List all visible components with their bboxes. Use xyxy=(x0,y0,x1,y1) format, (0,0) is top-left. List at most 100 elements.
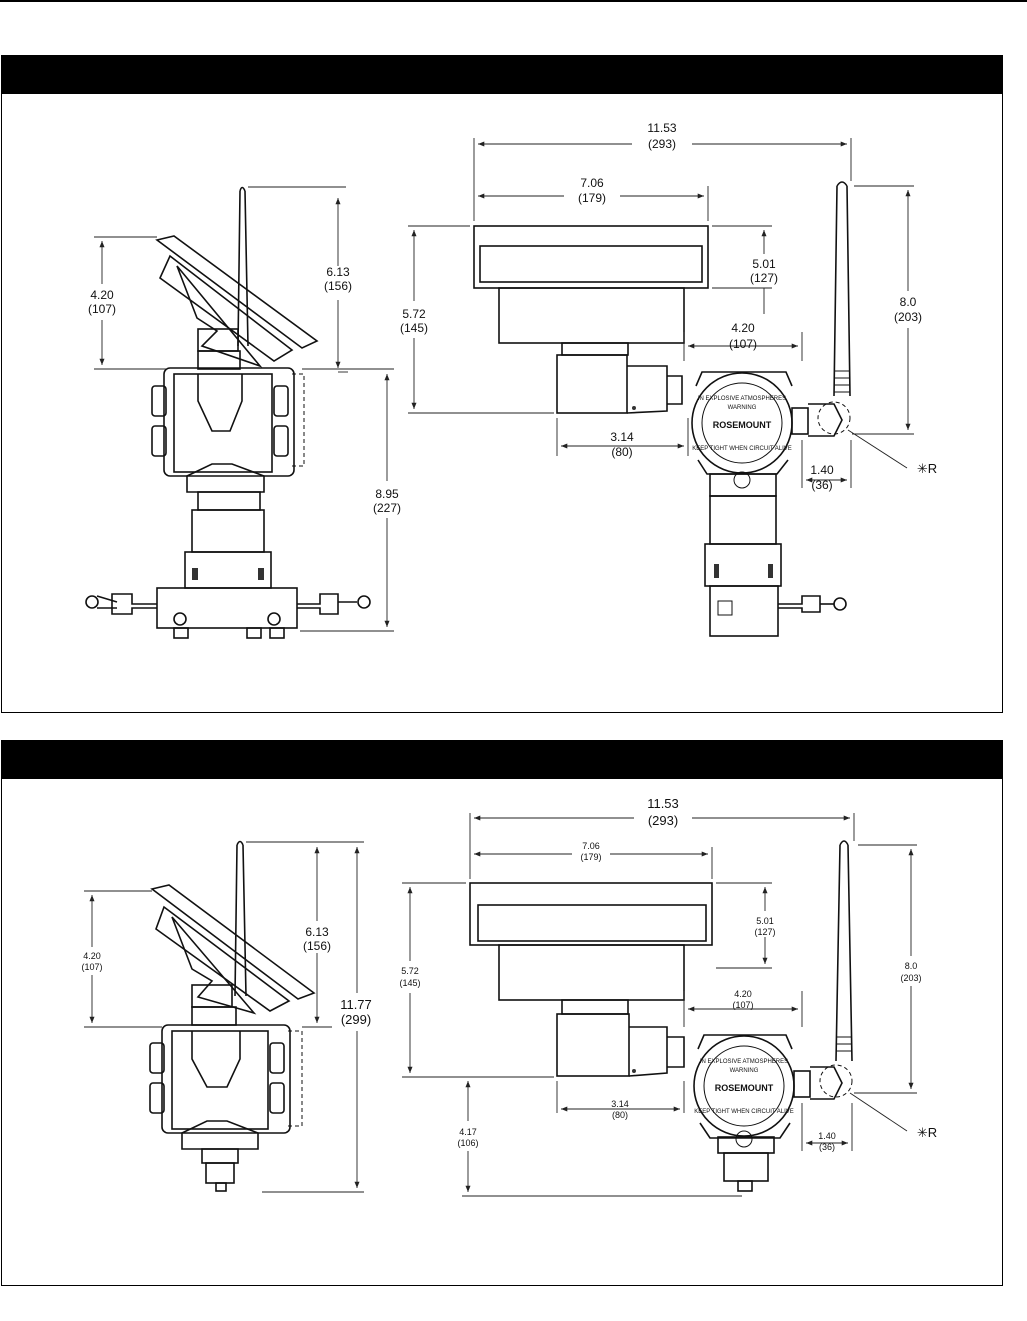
dim-label-metric: (107) xyxy=(732,1000,753,1010)
dim-label: 1.40 xyxy=(810,463,834,477)
dim-label-metric: (127) xyxy=(750,271,778,285)
dim-label: 4.17 xyxy=(459,1127,477,1137)
dim-label-metric: (203) xyxy=(900,973,921,983)
solar-panel-front xyxy=(469,882,713,1015)
dim-label: 6.13 xyxy=(305,925,329,939)
housing-warning-text: WARNING xyxy=(728,405,757,411)
dim-label: 7.06 xyxy=(580,176,604,190)
dim-label: 8.95 xyxy=(375,487,399,501)
side-view: 6.13 (156) 4.20 (107) 8.95 (227) xyxy=(85,186,401,639)
dim-label-metric: (145) xyxy=(400,321,428,335)
dim-front-display-width: 7.06 (179) xyxy=(474,841,713,879)
callout-r: ✳R xyxy=(847,429,937,476)
dim-front-antenna-height: 8.0 (203) xyxy=(852,185,922,435)
dim-front-antenna-height: 8.0 (203) xyxy=(854,844,922,1094)
dim-side-top: 6.13 (156) xyxy=(248,186,352,373)
dim-front-total-width: 11.53 (293) xyxy=(469,796,855,879)
dim-front-antenna-offset: 1.40 (36) xyxy=(801,440,852,492)
manifold-side xyxy=(85,587,371,639)
dim-label-metric: (293) xyxy=(648,813,678,828)
housing-brand-text: ROSEMOUNT xyxy=(713,420,772,430)
dim-front-body-height: 5.72 (145) xyxy=(400,225,554,414)
panel-2-header-bar xyxy=(2,741,1002,779)
transmitter-housing-side xyxy=(149,1024,303,1134)
dim-label: 6.13 xyxy=(326,265,350,279)
panel-1-header-bar xyxy=(2,56,1002,94)
dim-label-metric: (36) xyxy=(819,1142,835,1152)
dim-label-metric: (106) xyxy=(457,1138,478,1148)
dim-label: 3.14 xyxy=(611,1099,629,1109)
dim-front-antenna-offset: 1.40 (36) xyxy=(801,1103,853,1152)
dim-front-conduit-width: 3.14 (80) xyxy=(556,1081,685,1120)
housing-warning-text: IN EXPLOSIVE ATMOSPHERES xyxy=(700,1059,788,1065)
callout-label: ✳R xyxy=(917,461,937,476)
dim-label: 4.20 xyxy=(83,951,101,961)
dim-side-total: 8.95 (227) xyxy=(300,368,401,632)
housing-brand-text: ROSEMOUNT xyxy=(715,1083,774,1093)
transmitter-head-front: ROSEMOUNT IN EXPLOSIVE ATMOSPHERES WARNI… xyxy=(693,1034,843,1148)
housing-warning-text: KEEP TIGHT WHEN CIRCUIT ALIVE xyxy=(694,1109,794,1115)
dim-front-bottom-height: 4.17 (106) xyxy=(457,1081,742,1197)
dim-label: 1.40 xyxy=(818,1131,836,1141)
dim-side-left: 4.20 (107) xyxy=(81,890,162,1028)
dim-label-metric: (156) xyxy=(324,279,352,293)
dim-side-top: 6.13 (156) xyxy=(246,841,332,1028)
page-top-rule xyxy=(0,0,1027,2)
dim-label-metric: (179) xyxy=(578,191,606,205)
dim-front-head-width: 4.20 (107) xyxy=(683,321,803,361)
housing-warning-text: KEEP TIGHT WHEN CIRCUIT ALIVE xyxy=(692,446,792,452)
front-view: ROSEMOUNT IN EXPLOSIVE ATMOSPHERES WARNI… xyxy=(400,121,937,637)
dim-label-metric: (127) xyxy=(754,927,775,937)
dim-label-metric: (107) xyxy=(88,302,116,316)
drawing-panel-1: 6.13 (156) 4.20 (107) 8.95 (227) xyxy=(1,55,1003,713)
dim-label-metric: (203) xyxy=(894,310,922,324)
dim-label-metric: (145) xyxy=(399,978,420,988)
dim-label-metric: (107) xyxy=(81,962,102,972)
dim-side-total: 11.77 (299) xyxy=(246,841,372,1193)
dim-front-body-height: 5.72 (145) xyxy=(399,882,554,1078)
solar-panel-side xyxy=(155,235,319,368)
dim-front-total-width: 11.53 (293) xyxy=(473,121,852,221)
dim-front-head-width: 4.20 (107) xyxy=(683,989,803,1027)
dim-label-metric: (293) xyxy=(648,137,676,151)
dim-label: 3.14 xyxy=(610,430,634,444)
dim-label-metric: (80) xyxy=(611,445,632,459)
dim-label-metric: (179) xyxy=(580,852,601,862)
dim-label: 4.20 xyxy=(90,288,114,302)
panel-2-drawing: 6.13 (156) 4.20 (107) 11.77 (299) xyxy=(81,796,937,1197)
housing-warning-text: IN EXPLOSIVE ATMOSPHERES xyxy=(698,396,786,402)
dim-front-display-width: 7.06 (179) xyxy=(478,176,709,221)
dim-label: 11.77 xyxy=(340,997,372,1012)
side-view: 6.13 (156) 4.20 (107) 11.77 (299) xyxy=(81,840,372,1193)
dim-label-metric: (227) xyxy=(373,501,401,515)
transmitter-housing-side xyxy=(151,367,305,477)
dim-label: 11.53 xyxy=(647,121,676,135)
dim-label: 4.20 xyxy=(731,321,755,335)
callout-label: ✳R xyxy=(917,1125,937,1140)
panel-1-drawing: 6.13 (156) 4.20 (107) 8.95 (227) xyxy=(85,121,937,639)
dim-label: 8.0 xyxy=(905,961,918,971)
dim-front-conduit-width: 3.14 (80) xyxy=(556,418,689,459)
dim-label: 5.01 xyxy=(756,916,774,926)
dim-label: 5.72 xyxy=(402,307,426,321)
dim-front-display-height: 5.01 (127) xyxy=(716,882,776,969)
dim-label-metric: (36) xyxy=(811,478,832,492)
dim-side-left: 4.20 (107) xyxy=(88,236,167,370)
dim-label-metric: (156) xyxy=(303,939,331,953)
dim-label: 5.72 xyxy=(401,966,419,976)
dim-label-metric: (299) xyxy=(341,1012,371,1027)
drawing-panel-2: 6.13 (156) 4.20 (107) 11.77 (299) xyxy=(1,740,1003,1286)
dim-label: 5.01 xyxy=(752,257,776,271)
dim-label: 7.06 xyxy=(582,841,600,851)
dim-label: 8.0 xyxy=(900,295,917,309)
callout-r: ✳R xyxy=(849,1092,937,1140)
housing-warning-text: WARNING xyxy=(730,1068,759,1074)
dim-label-metric: (107) xyxy=(729,337,757,351)
solar-panel-side xyxy=(150,884,316,1015)
dim-front-display-height: 5.01 (127) xyxy=(712,225,778,314)
dim-label: 11.53 xyxy=(647,796,679,811)
dim-label: 4.20 xyxy=(734,989,752,999)
solar-panel-front xyxy=(473,225,709,356)
front-view: ROSEMOUNT IN EXPLOSIVE ATMOSPHERES WARNI… xyxy=(399,796,937,1197)
dim-label-metric: (80) xyxy=(612,1110,628,1120)
